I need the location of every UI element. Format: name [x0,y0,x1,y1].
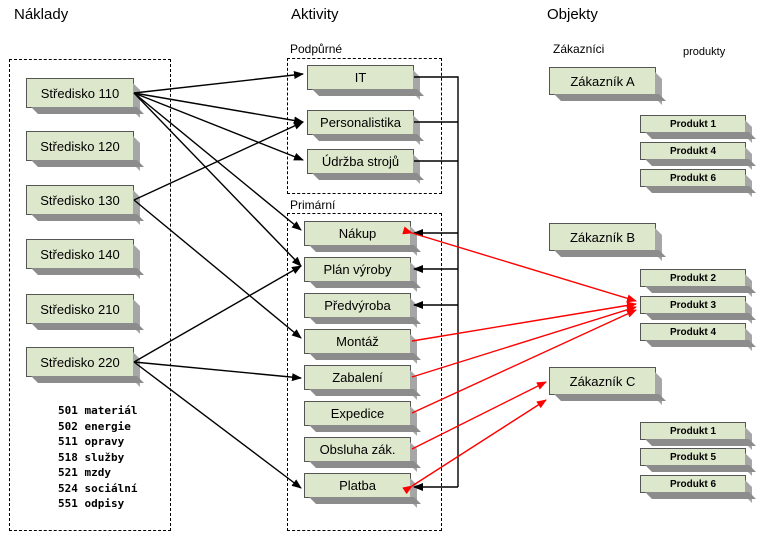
activities-heading: Aktivity [291,6,339,23]
object-arrow [402,399,547,495]
cost-center-box: Středisko 140 [26,239,134,269]
product-label: Produkt 6 [669,478,717,490]
cost-center-label: Středisko 130 [40,192,120,208]
cost-center-box: Středisko 210 [26,294,134,324]
object-arrow [411,305,637,378]
primary-activity-box: Platba [304,473,411,498]
product-label: Produkt 2 [669,272,717,284]
product-box: Produkt 4 [640,323,746,341]
primary-activity-box: Expedice [304,401,411,426]
product-label: Produkt 6 [669,172,717,184]
cost-arrow [133,92,302,267]
activity-label: Personalistika [320,115,401,130]
cost-arrow [133,92,304,125]
activity-label: Údržba strojů [321,154,400,169]
product-box: Produkt 3 [640,296,746,314]
objects-heading: Objekty [547,6,598,23]
object-arrow [411,309,637,414]
product-box: Produkt 5 [640,448,746,466]
cost-arrow [133,71,304,94]
cost-arrow [133,199,302,339]
support-activity-box: IT [307,65,414,90]
support-activities-frame [287,58,442,194]
product-label: Produkt 1 [669,118,717,130]
product-box: Produkt 2 [640,269,746,287]
cost-account-item: 501 materiál [58,404,138,417]
activity-label: Zabalení [332,370,383,385]
primary-activity-box: Předvýroba [304,293,411,318]
cost-centers-frame [9,59,171,531]
product-box: Produkt 1 [640,422,746,440]
support-activity-box: Personalistika [307,110,414,135]
object-arrow [402,226,637,303]
cost-account-item: 524 sociální [58,481,138,495]
object-arrow [411,381,547,450]
support-activity-box: Údržba strojů [307,149,414,174]
cost-center-box: Středisko 120 [26,131,134,161]
costs-heading: Náklady [14,6,69,23]
activity-label: Nákup [338,226,377,241]
activity-label: Obsluha zák. [319,442,396,457]
activity-label: Platba [339,478,376,493]
activity-label: Plán výroby [323,262,392,277]
cost-center-box: Středisko 130 [26,185,134,215]
cost-arrow [133,361,302,489]
cost-account-item: 511 opravy [58,435,125,448]
primary-activity-box: Plán výroby [304,257,411,282]
product-label: Produkt 1 [669,425,717,437]
cost-center-label: Středisko 140 [40,246,120,262]
cost-account-item: 502 energie [58,419,131,433]
primary-activities-frame [287,213,442,531]
primary-activity-box: Nákup [304,221,411,246]
cost-center-label: Středisko 120 [40,138,120,154]
primary-activity-box: Obsluha zák. [304,437,411,462]
product-box: Produkt 4 [640,142,746,160]
product-box: Produkt 6 [640,475,746,493]
cost-center-box: Středisko 220 [26,347,134,377]
cost-account-list: 501 materiál 502 energie 511 opravy 518 … [58,403,137,512]
products-label: produkty [683,46,726,58]
product-box: Produkt 6 [640,169,746,187]
primary-activity-box: Zabalení [304,365,411,390]
cost-center-label: Středisko 220 [40,354,120,370]
cost-center-label: Středisko 210 [40,301,120,317]
product-label: Produkt 4 [669,326,717,338]
activity-label: Předvýroba [324,298,391,313]
cost-account-item: 551 odpisy [58,497,125,510]
cost-arrow [133,265,302,363]
object-arrow [411,301,637,342]
primary-activity-box: Montáž [304,329,411,354]
customer-label: Zákazník C [569,373,636,389]
customer-box: Zákazník C [549,367,656,395]
support-label: Podpůrné [290,42,343,56]
product-label: Produkt 5 [669,451,717,463]
activity-label: Montáž [336,334,379,349]
cost-account-item: 521 mzdy [58,466,111,479]
customer-label: Zákazník A [570,73,635,89]
activity-label: IT [354,70,367,85]
cost-account-item: 518 služby [58,450,125,464]
cost-center-box: Středisko 110 [26,78,134,108]
customer-box: Zákazník A [549,67,656,95]
cost-arrow [133,361,302,382]
product-label: Produkt 4 [669,145,717,157]
primary-label: Primární [290,198,336,212]
product-box: Produkt 1 [640,115,746,133]
support-bus [414,76,459,487]
cost-arrow [133,92,304,161]
product-label: Produkt 3 [669,299,717,311]
activity-label: Expedice [330,406,385,421]
cost-center-label: Středisko 110 [40,85,120,101]
cost-arrow [133,121,304,201]
customers-label: Zákazníci [553,42,605,56]
